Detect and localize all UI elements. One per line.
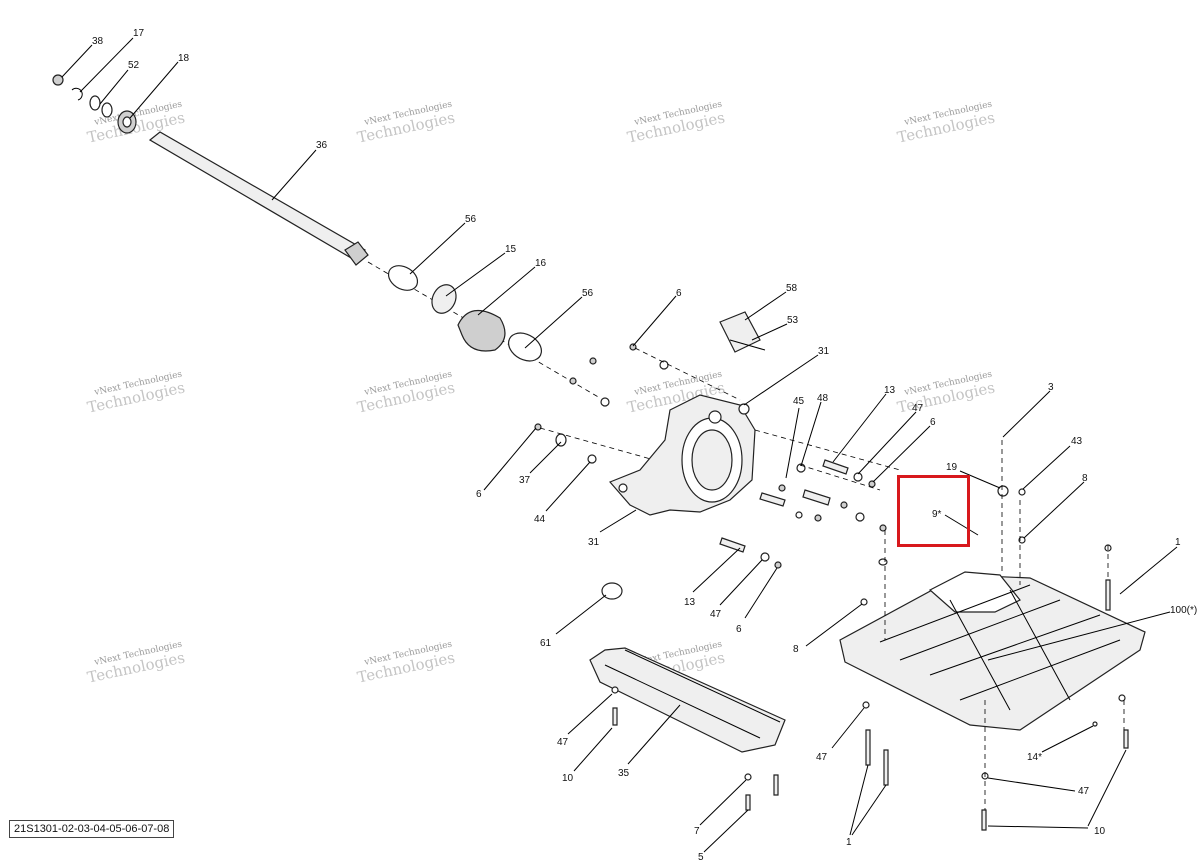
callout: 13 [684, 597, 696, 608]
callout: 47 [816, 752, 828, 763]
callout: 6 [736, 624, 742, 635]
callout: 47 [557, 737, 569, 748]
callout: 48 [817, 393, 829, 404]
callout: 18 [178, 53, 190, 64]
callout: 47 [912, 403, 924, 414]
callout: 52 [128, 60, 140, 71]
callout-labels: 38 17 52 18 36 56 15 16 56 6 58 53 31 45… [92, 28, 1197, 862]
ring-52b [101, 102, 113, 118]
callout: 43 [1071, 436, 1083, 447]
bearing-18-inner [122, 116, 132, 128]
callout: 1 [846, 837, 852, 848]
callout: 45 [793, 396, 805, 407]
callout: 15 [505, 244, 517, 255]
callout: 53 [787, 315, 799, 326]
axle-spline [344, 241, 369, 266]
callout: 3 [1048, 382, 1054, 393]
callout: 47 [710, 609, 722, 620]
callout: 9* [932, 509, 942, 520]
callout: 31 [588, 537, 600, 548]
callout: 14* [1027, 752, 1042, 763]
callout: 38 [92, 36, 104, 47]
callout: 37 [519, 475, 531, 486]
callout: 6 [476, 489, 482, 500]
skid-plate [839, 440, 1146, 831]
pad-61 [601, 582, 623, 600]
callout: 56 [465, 214, 477, 225]
callout: 1 [1175, 537, 1181, 548]
callout: 44 [534, 514, 546, 525]
callout: 6 [930, 417, 936, 428]
clamp-56a [387, 265, 419, 291]
ring-15 [431, 284, 457, 314]
callout: 56 [582, 288, 594, 299]
callout: 8 [793, 644, 799, 655]
callout: 7 [694, 826, 700, 837]
leader-lines [61, 37, 1178, 853]
callout: 47 [1078, 786, 1090, 797]
callout: 10 [1094, 826, 1106, 837]
callout: 8 [1082, 473, 1088, 484]
callout: 100(*) [1170, 605, 1197, 616]
boot-16 [457, 309, 506, 352]
callout: 13 [884, 385, 896, 396]
ring-52a [89, 95, 101, 111]
callout: 5 [698, 852, 704, 862]
circlip-17 [71, 87, 83, 101]
callout: 35 [618, 768, 630, 779]
callout: 10 [562, 773, 574, 784]
callout: 58 [786, 283, 798, 294]
callout: 36 [316, 140, 328, 151]
callout: 61 [540, 638, 552, 649]
diagram-reference-code: 21S1301-02-03-04-05-06-07-08 [9, 820, 175, 838]
highlight-box [897, 475, 970, 547]
callout: 19 [946, 462, 958, 473]
axle-assembly [52, 74, 601, 399]
block-58 [719, 311, 761, 353]
callout: 6 [676, 288, 682, 299]
callout: 17 [133, 28, 145, 39]
studs-hardware [719, 429, 901, 569]
crossmember-35 [589, 582, 786, 811]
callout: 16 [535, 258, 547, 269]
nut-38 [52, 74, 64, 86]
axle-shaft-36 [148, 131, 366, 263]
callout: 31 [818, 346, 830, 357]
bracket-31 [608, 394, 756, 516]
